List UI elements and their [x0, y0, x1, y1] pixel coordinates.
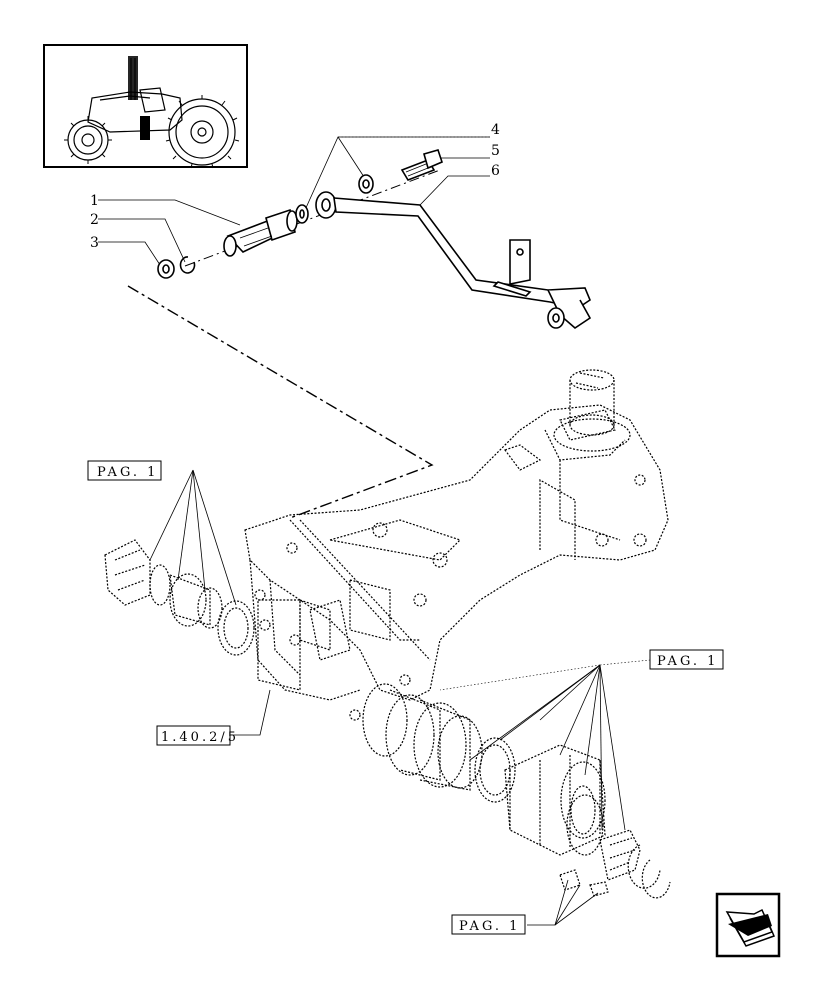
right-shaft-parts	[362, 683, 671, 899]
ref-box-pag-left[interactable]: PAG. 1	[87, 460, 162, 481]
back-arrow-icon[interactable]	[715, 892, 781, 958]
ref-section-label: 1.40.2/5	[161, 730, 239, 745]
fitting-assembly	[157, 149, 592, 330]
callout-2: 2	[90, 212, 99, 228]
callout-3: 3	[90, 235, 99, 251]
reference-leaders	[149, 469, 626, 926]
callout-1: 1	[90, 193, 99, 209]
callout-5: 5	[491, 143, 500, 159]
left-shaft-parts	[104, 539, 255, 656]
callout-4: 4	[491, 122, 500, 138]
ref-pag-bottom-label: PAG. 1	[459, 919, 520, 934]
callout-6: 6	[491, 163, 500, 179]
tractor-thumbnail-icon[interactable]	[43, 44, 248, 169]
ref-box-section[interactable]: 1.40.2/5	[156, 725, 239, 746]
ref-pag-left-label: PAG. 1	[97, 465, 158, 480]
ref-pag-right-label: PAG. 1	[657, 654, 718, 669]
ref-box-pag-right[interactable]: PAG. 1	[649, 649, 724, 670]
axle-housing	[244, 369, 669, 721]
ref-box-pag-bottom[interactable]: PAG. 1	[451, 914, 526, 935]
